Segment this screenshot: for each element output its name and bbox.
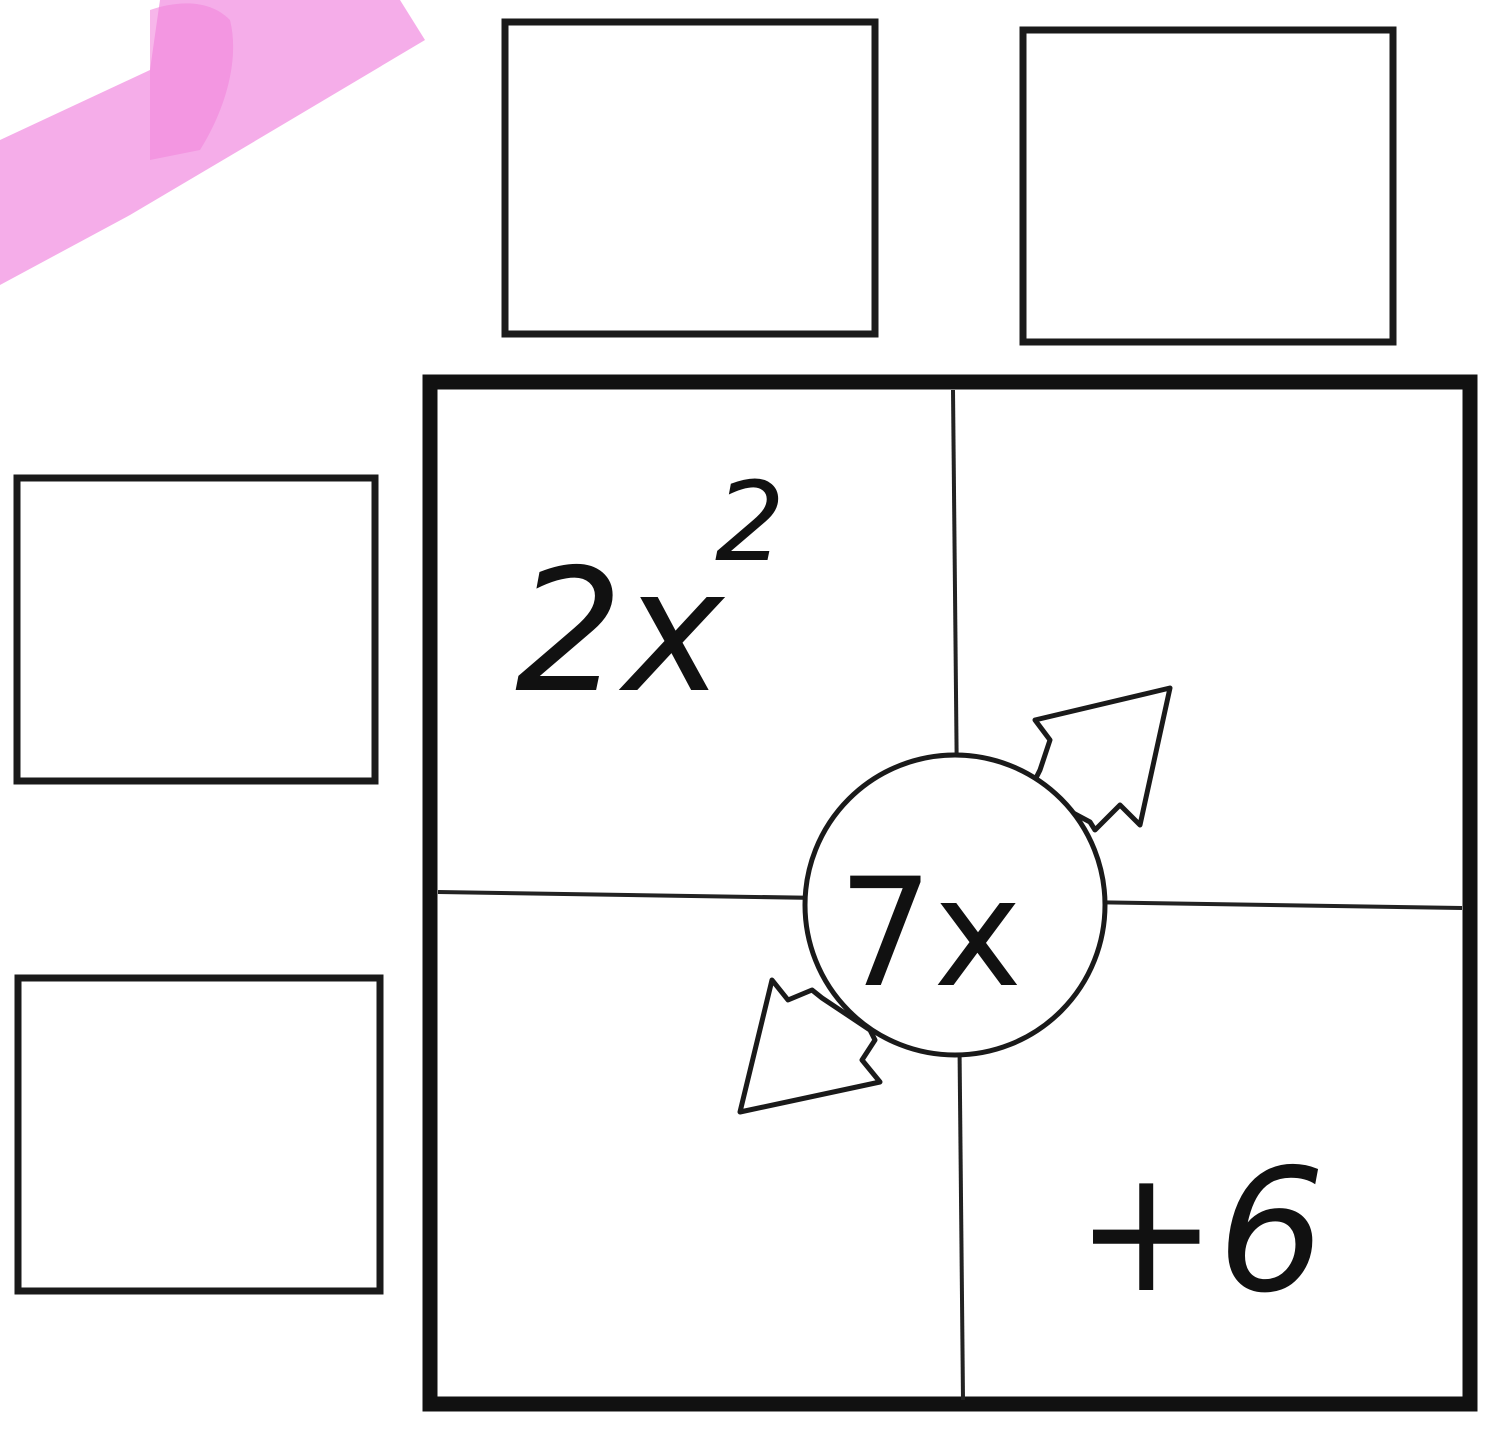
middle-term-label: 7x xyxy=(838,847,1022,1021)
top-left-factor-box[interactable] xyxy=(505,22,875,334)
bottom-right-term: +6 xyxy=(1075,1133,1326,1331)
top-left-term: 2x xyxy=(515,533,726,731)
top-left-exponent: 2 xyxy=(715,458,785,586)
left-top-factor-box[interactable] xyxy=(17,478,375,781)
top-right-factor-box[interactable] xyxy=(1023,30,1393,342)
left-bottom-factor-box[interactable] xyxy=(18,978,380,1291)
highlighter-mark xyxy=(0,0,425,285)
